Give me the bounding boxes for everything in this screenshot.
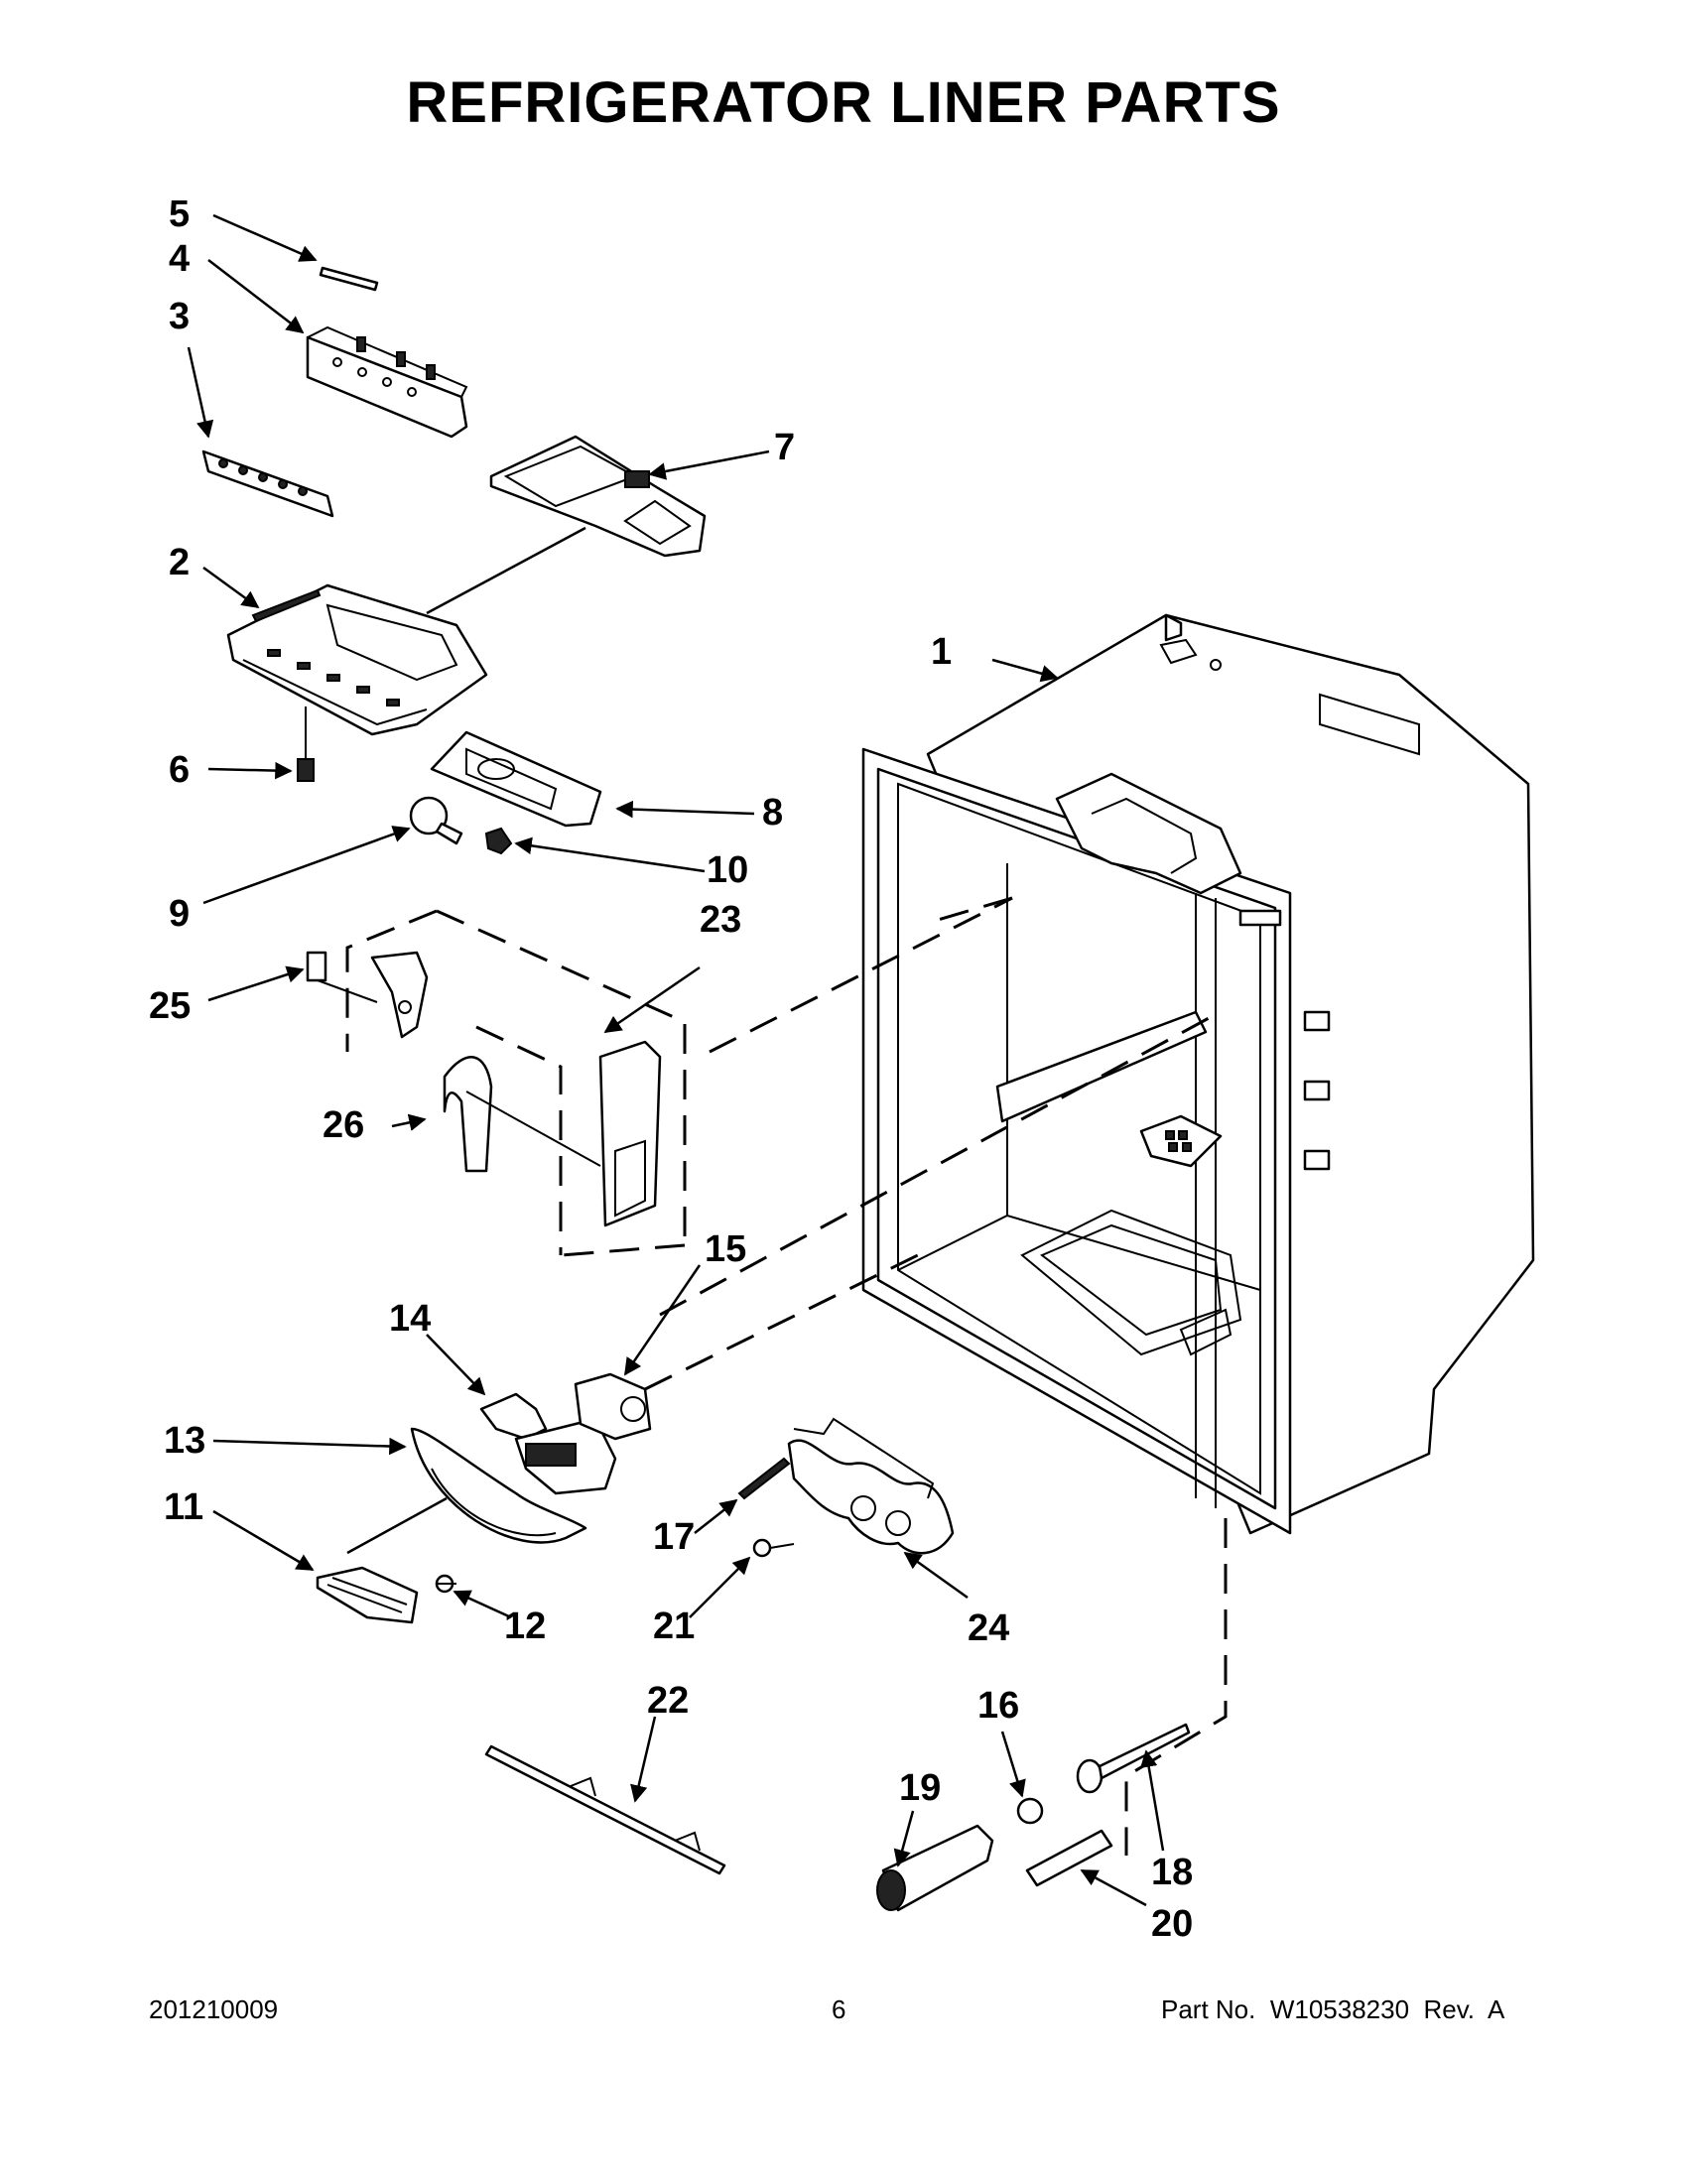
liner-box-part-1 xyxy=(861,613,1535,1535)
page-title: REFRIGERATOR LINER PARTS xyxy=(406,70,1281,135)
callout-15: 15 xyxy=(705,1228,747,1270)
callout-17: 17 xyxy=(653,1516,696,1558)
light-lens-part-7 xyxy=(489,435,707,558)
light-pipe-part-5 xyxy=(319,266,379,292)
dispenser-assembly-part-23 xyxy=(345,909,687,1257)
dispenser-cover-part-23b xyxy=(598,1040,662,1227)
callout-24: 24 xyxy=(968,1607,1010,1649)
callout-11: 11 xyxy=(164,1486,204,1528)
callout-1: 1 xyxy=(931,631,953,673)
water-line-part-26 xyxy=(443,1056,601,1173)
screw-part-12 xyxy=(435,1574,456,1594)
callout-19: 19 xyxy=(899,1767,942,1809)
connector-lines xyxy=(346,526,1228,1856)
callout-10: 10 xyxy=(707,849,749,891)
control-board-part-3 xyxy=(201,450,334,518)
callout-5: 5 xyxy=(169,193,191,235)
filter-head-part-18 xyxy=(1076,1723,1191,1794)
callout-2: 2 xyxy=(169,542,191,583)
filter-bracket-part-20 xyxy=(1025,1829,1113,1887)
leader-arrows xyxy=(187,213,1165,1907)
dispenser-paddle-part-14 xyxy=(479,1392,617,1495)
callout-3: 3 xyxy=(169,296,191,337)
valve-bracket-part-25b xyxy=(370,951,429,1039)
filter-part-19 xyxy=(876,1824,994,1912)
footer-page-number: 6 xyxy=(832,1994,846,2024)
callout-6: 6 xyxy=(169,749,191,791)
callout-21: 21 xyxy=(653,1606,696,1647)
heater-part-24 xyxy=(787,1417,955,1555)
support-bar-part-22 xyxy=(484,1744,726,1875)
callout-4: 4 xyxy=(169,238,191,280)
lamp-socket-part-8 xyxy=(430,730,602,828)
callout-26: 26 xyxy=(323,1104,365,1146)
filter-cap-part-16 xyxy=(1016,1797,1044,1825)
actuator-part-15 xyxy=(574,1372,652,1441)
footer-doc-code: 201210009 xyxy=(149,1994,279,2024)
callout-16: 16 xyxy=(977,1685,1020,1727)
switch-part-6 xyxy=(297,707,315,782)
callout-23: 23 xyxy=(700,899,742,941)
light-bulb-part-9 xyxy=(409,796,463,845)
callout-9: 9 xyxy=(169,893,191,935)
callout-14: 14 xyxy=(389,1298,432,1340)
water-tube-part-25 xyxy=(306,951,378,1003)
control-housing-part-4 xyxy=(306,325,468,439)
dispenser-housing-part-13 xyxy=(410,1427,587,1544)
screw-part-21 xyxy=(752,1538,795,1558)
callout-25: 25 xyxy=(149,985,192,1027)
callout-8: 8 xyxy=(762,792,784,834)
callout-13: 13 xyxy=(164,1420,206,1462)
callout-12: 12 xyxy=(504,1606,547,1647)
probe-part-17 xyxy=(737,1457,791,1500)
light-housing-part-2 xyxy=(226,583,488,736)
footer-part-number: Part No. W10538230 Rev. A xyxy=(1161,1994,1505,2024)
callout-22: 22 xyxy=(647,1680,690,1722)
callout-20: 20 xyxy=(1151,1903,1194,1945)
callout-7: 7 xyxy=(774,427,796,468)
grille-part-11 xyxy=(316,1566,419,1624)
callout-18: 18 xyxy=(1151,1852,1194,1893)
bulb-socket-part-10 xyxy=(484,827,513,855)
